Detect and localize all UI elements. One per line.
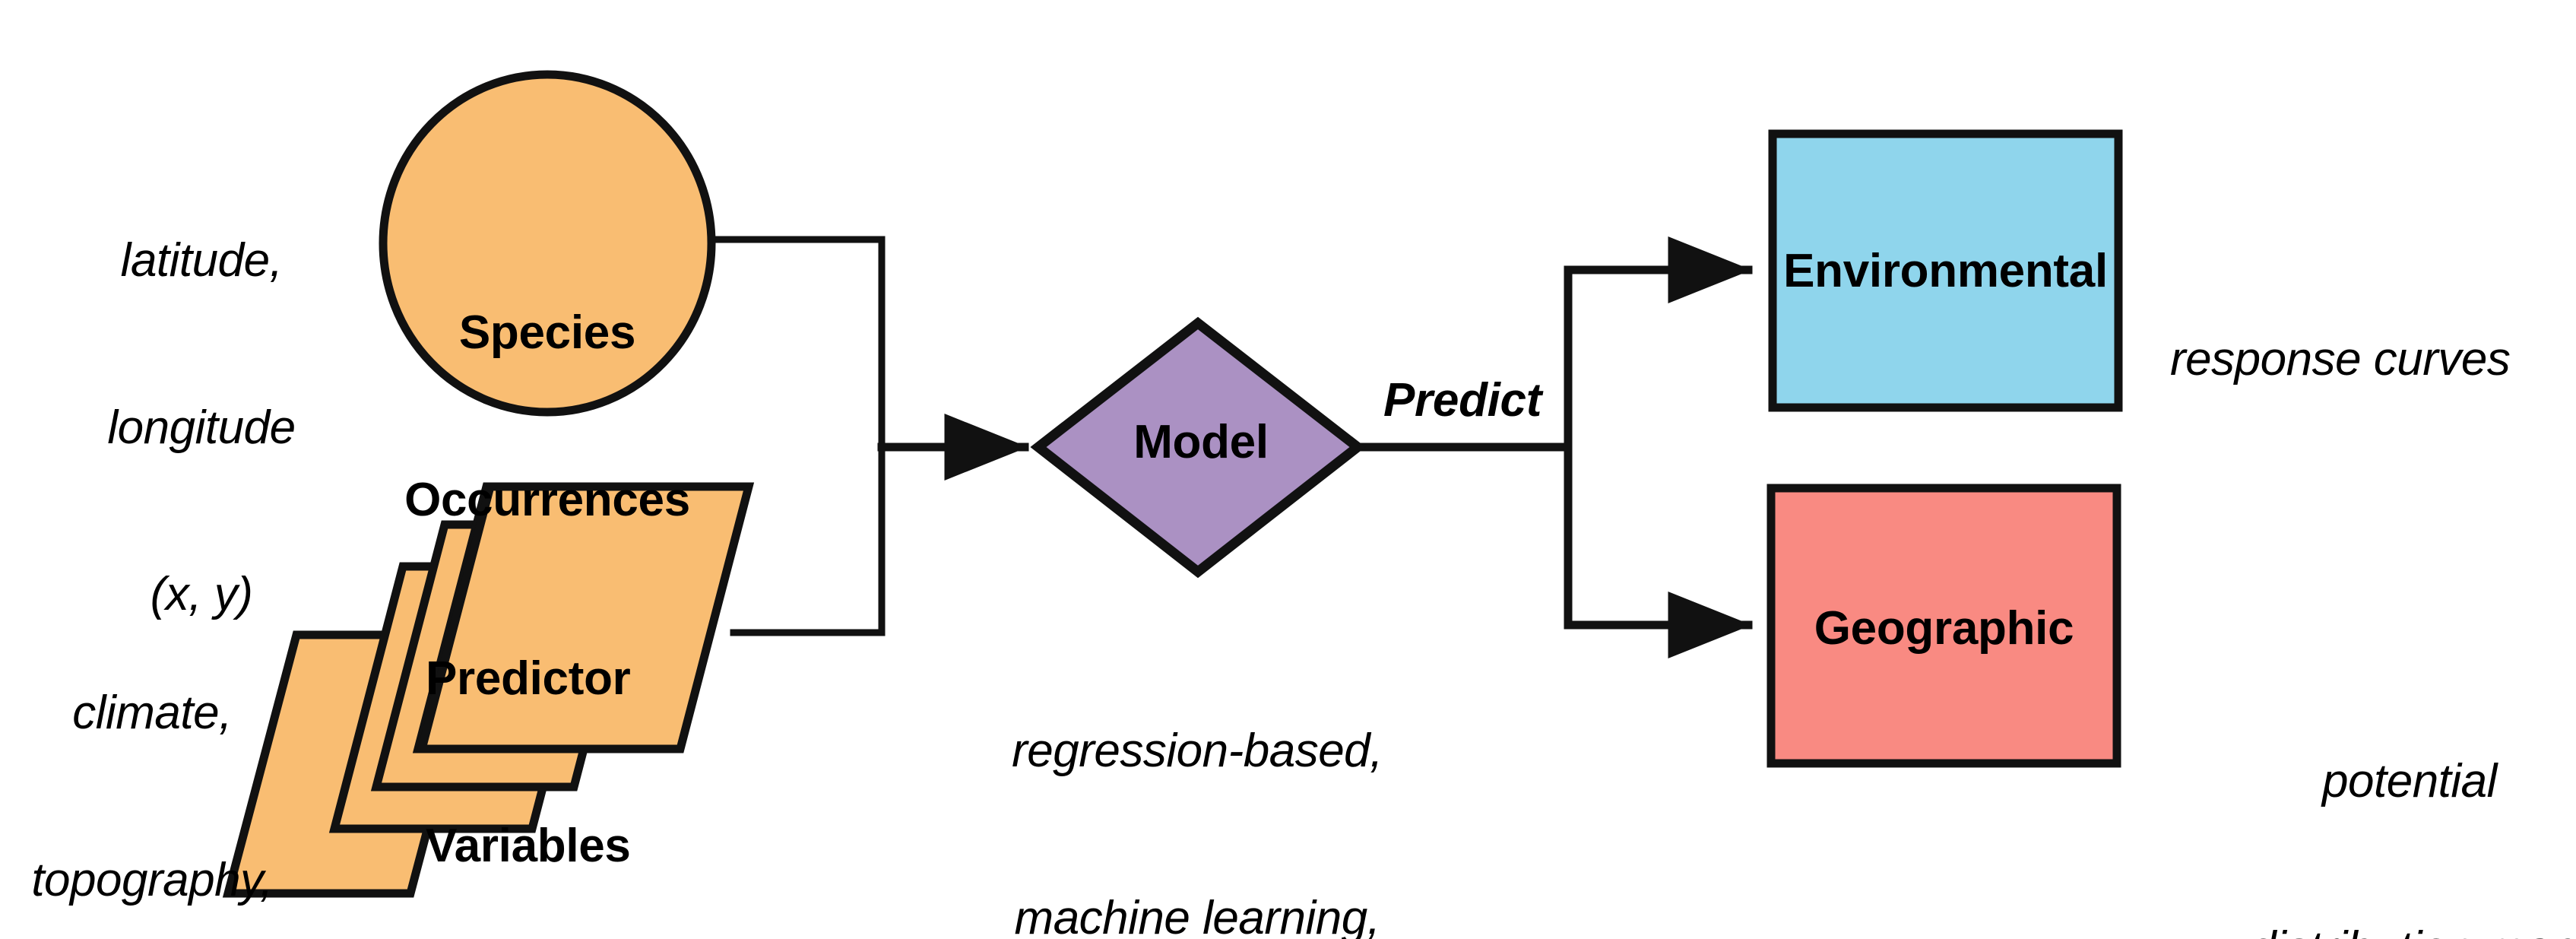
predict-edge-label: Predict [1383, 374, 1542, 427]
annotation-line: distribution map [2250, 921, 2576, 939]
geographic-output-annotation: potential distribution map [2250, 642, 2576, 939]
node-label-line: Variables [426, 819, 631, 872]
predictor-input-annotation: climate, topography, land cover, etc. [0, 574, 304, 939]
edge-species-to-junction [703, 236, 886, 451]
model-methods-annotation: regression-based, machine learning, etc. [984, 612, 1410, 939]
annotation-line: longitude [107, 401, 296, 454]
edge-split-to-geographic [1564, 443, 1753, 658]
species-occurrences-label: Species Occurrences [384, 194, 711, 639]
annotation-line: regression-based, [1012, 725, 1383, 778]
connector-group-model-to-outputs [1353, 236, 1753, 658]
edge-split-to-environmental [1564, 236, 1753, 452]
node-label-line: Predictor [426, 652, 631, 706]
annotation-line: potential [2322, 755, 2497, 808]
geographic-box[interactable] [1766, 484, 2121, 768]
predictor-variables-stack[interactable] [222, 482, 755, 898]
model-label: Model [1133, 416, 1269, 468]
predictor-variables-label: Predictor Variables [426, 540, 730, 939]
species-occurrences-circle[interactable] [379, 70, 716, 417]
node-label-line: Species [458, 306, 636, 360]
environmental-label: Environmental [1783, 245, 2108, 297]
annotation-line: response curves [2170, 333, 2511, 386]
model-diamond[interactable] [1030, 316, 1366, 579]
connector-group-inputs-to-model [703, 236, 1029, 636]
node-label-line: Occurrences [404, 473, 690, 526]
environmental-output-annotation: response curves [2170, 220, 2565, 499]
annotation-line: (x, y) [150, 568, 253, 621]
annotation-line: latitude, [120, 234, 283, 287]
annotation-line: machine learning, [1014, 891, 1380, 939]
predictor-sheet-front [416, 482, 755, 753]
species-input-annotation: latitude, longitude (x, y) [76, 122, 327, 734]
edge-predictor-to-junction [730, 443, 886, 636]
annotation-line: climate, [72, 687, 232, 740]
geographic-label: Geographic [1814, 602, 2074, 655]
environmental-box[interactable] [1768, 129, 2123, 412]
annotation-line: topography, [31, 853, 273, 906]
